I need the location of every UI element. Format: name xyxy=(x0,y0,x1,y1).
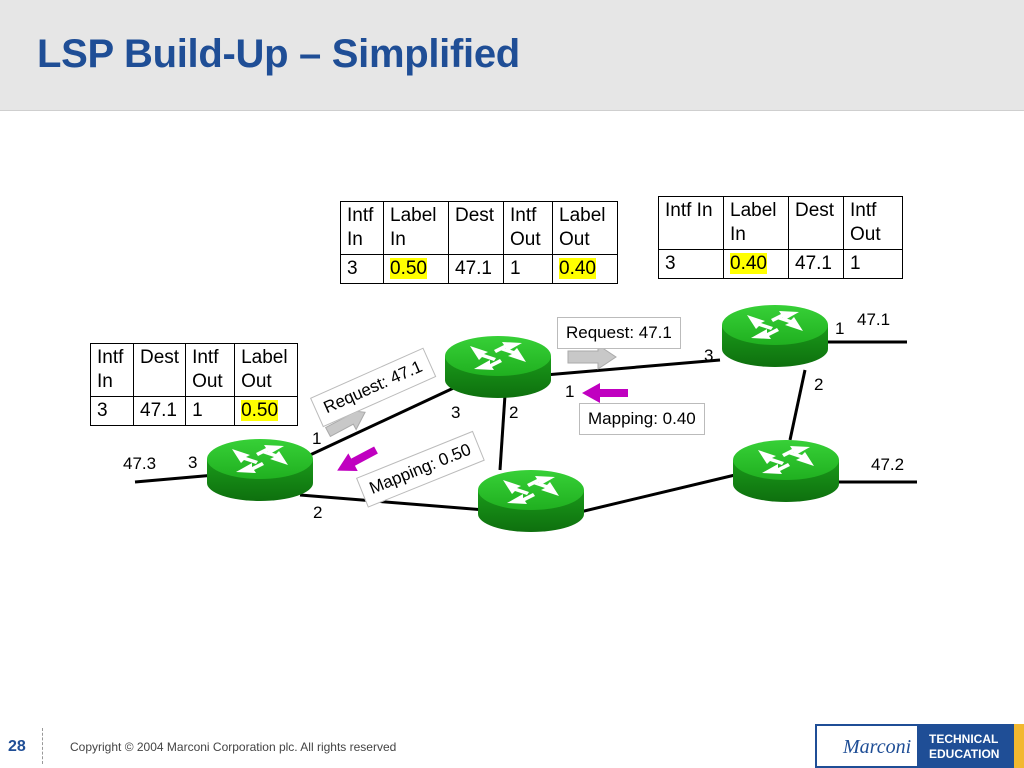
technical-education-badge: TECHNICAL EDUCATION xyxy=(919,724,1014,768)
port-r2-out-right: 1 xyxy=(565,382,574,401)
table-header-row: Intf In Label In Dest Intf Out xyxy=(658,196,903,250)
table-cell: 3 xyxy=(340,254,384,284)
table-cell: 1 xyxy=(503,254,553,284)
port-r2-in: 3 xyxy=(451,403,460,422)
router-4 xyxy=(722,305,828,367)
link-r2-r3 xyxy=(498,394,507,471)
port-r1-out-top: 1 xyxy=(312,429,321,448)
router-3 xyxy=(478,470,584,532)
link-r3-r5 xyxy=(579,473,736,514)
table-row: 3 0.40 47.1 1 xyxy=(658,249,903,279)
link-r1-r2 xyxy=(309,383,461,457)
title-bar xyxy=(0,0,1024,111)
footer-divider xyxy=(42,728,43,764)
badge-line-1: TECHNICAL xyxy=(929,732,999,746)
link-r1-r3 xyxy=(299,493,486,512)
request-arrow-right xyxy=(567,344,617,370)
badge-line-2: EDUCATION xyxy=(929,747,1000,761)
table-cell: 47.1 xyxy=(448,254,504,284)
port-r1-in: 3 xyxy=(188,453,197,472)
table-left: Intf In Dest Intf Out Label Out 3 47.1 1… xyxy=(90,343,299,426)
marconi-logo: Marconi xyxy=(815,724,919,768)
slide-title: LSP Build-Up – Simplified xyxy=(37,32,520,76)
table-header: Dest xyxy=(788,196,844,250)
page-number: 28 xyxy=(8,738,26,755)
table-header: Intf Out xyxy=(503,201,553,255)
table-cell: 47.1 xyxy=(132,396,187,426)
logo-text: Marconi xyxy=(843,736,912,758)
link-r2-r4 xyxy=(544,358,721,377)
router-2 xyxy=(445,336,551,398)
table-header: Intf Out xyxy=(843,196,903,250)
table-cell: 3 xyxy=(90,396,134,426)
highlighted-label: 0.50 xyxy=(390,258,427,279)
table-header-row: Intf In Dest Intf Out Label Out xyxy=(90,343,299,397)
mapping-arrow-left xyxy=(337,446,378,472)
port-r1-out-bottom: 2 xyxy=(313,503,322,522)
mapping-label-right: Mapping: 0.40 xyxy=(579,403,705,435)
table-cell: 0.50 xyxy=(234,396,299,426)
table-middle: Intf In Label In Dest Intf Out Label Out… xyxy=(340,201,618,284)
table-header: Dest xyxy=(448,201,504,255)
table-header: Label In xyxy=(723,196,789,250)
port-r2-out-bottom: 2 xyxy=(509,403,518,422)
table-header: Label Out xyxy=(234,343,299,397)
table-cell: 1 xyxy=(843,249,903,279)
table-header: Intf In xyxy=(340,201,384,255)
request-label-right: Request: 47.1 xyxy=(557,317,681,349)
logo-accent-strip xyxy=(1014,724,1024,768)
table-cell: 1 xyxy=(185,396,236,426)
port-r4-out: 1 xyxy=(835,319,844,338)
network-47-2-label: 47.2 xyxy=(871,455,904,474)
table-header: Intf In xyxy=(658,196,724,250)
port-r4-in: 3 xyxy=(704,346,713,365)
table-right: Intf In Label In Dest Intf Out 3 0.40 47… xyxy=(658,196,903,279)
network-47-1-label: 47.1 xyxy=(857,310,890,329)
table-header: Dest xyxy=(132,343,187,397)
links xyxy=(134,340,917,514)
router-5 xyxy=(733,440,839,502)
link-47-3 xyxy=(134,473,216,484)
table-header: Label In xyxy=(383,201,449,255)
table-header: Intf In xyxy=(90,343,134,397)
table-header: Intf Out xyxy=(185,343,236,397)
highlighted-label: 0.40 xyxy=(559,258,596,279)
link-r4-r5 xyxy=(788,369,807,441)
table-cell: 3 xyxy=(658,249,724,279)
table-header-row: Intf In Label In Dest Intf Out Label Out xyxy=(340,201,618,255)
copyright-text: Copyright © 2004 Marconi Corporation plc… xyxy=(70,740,397,754)
mapping-arrow-right xyxy=(582,383,628,403)
table-header: Label Out xyxy=(552,201,618,255)
table-row: 3 0.50 47.1 1 0.40 xyxy=(340,254,618,284)
table-cell: 47.1 xyxy=(788,249,844,279)
router-1 xyxy=(207,439,313,501)
highlighted-label: 0.40 xyxy=(730,253,767,274)
table-cell: 0.50 xyxy=(383,254,449,284)
network-47-3-label: 47.3 xyxy=(123,454,156,473)
highlighted-label: 0.50 xyxy=(241,400,279,421)
table-cell: 0.40 xyxy=(552,254,618,284)
port-r4-down: 2 xyxy=(814,375,823,394)
table-row: 3 47.1 1 0.50 xyxy=(90,396,299,426)
table-cell: 0.40 xyxy=(723,249,789,279)
